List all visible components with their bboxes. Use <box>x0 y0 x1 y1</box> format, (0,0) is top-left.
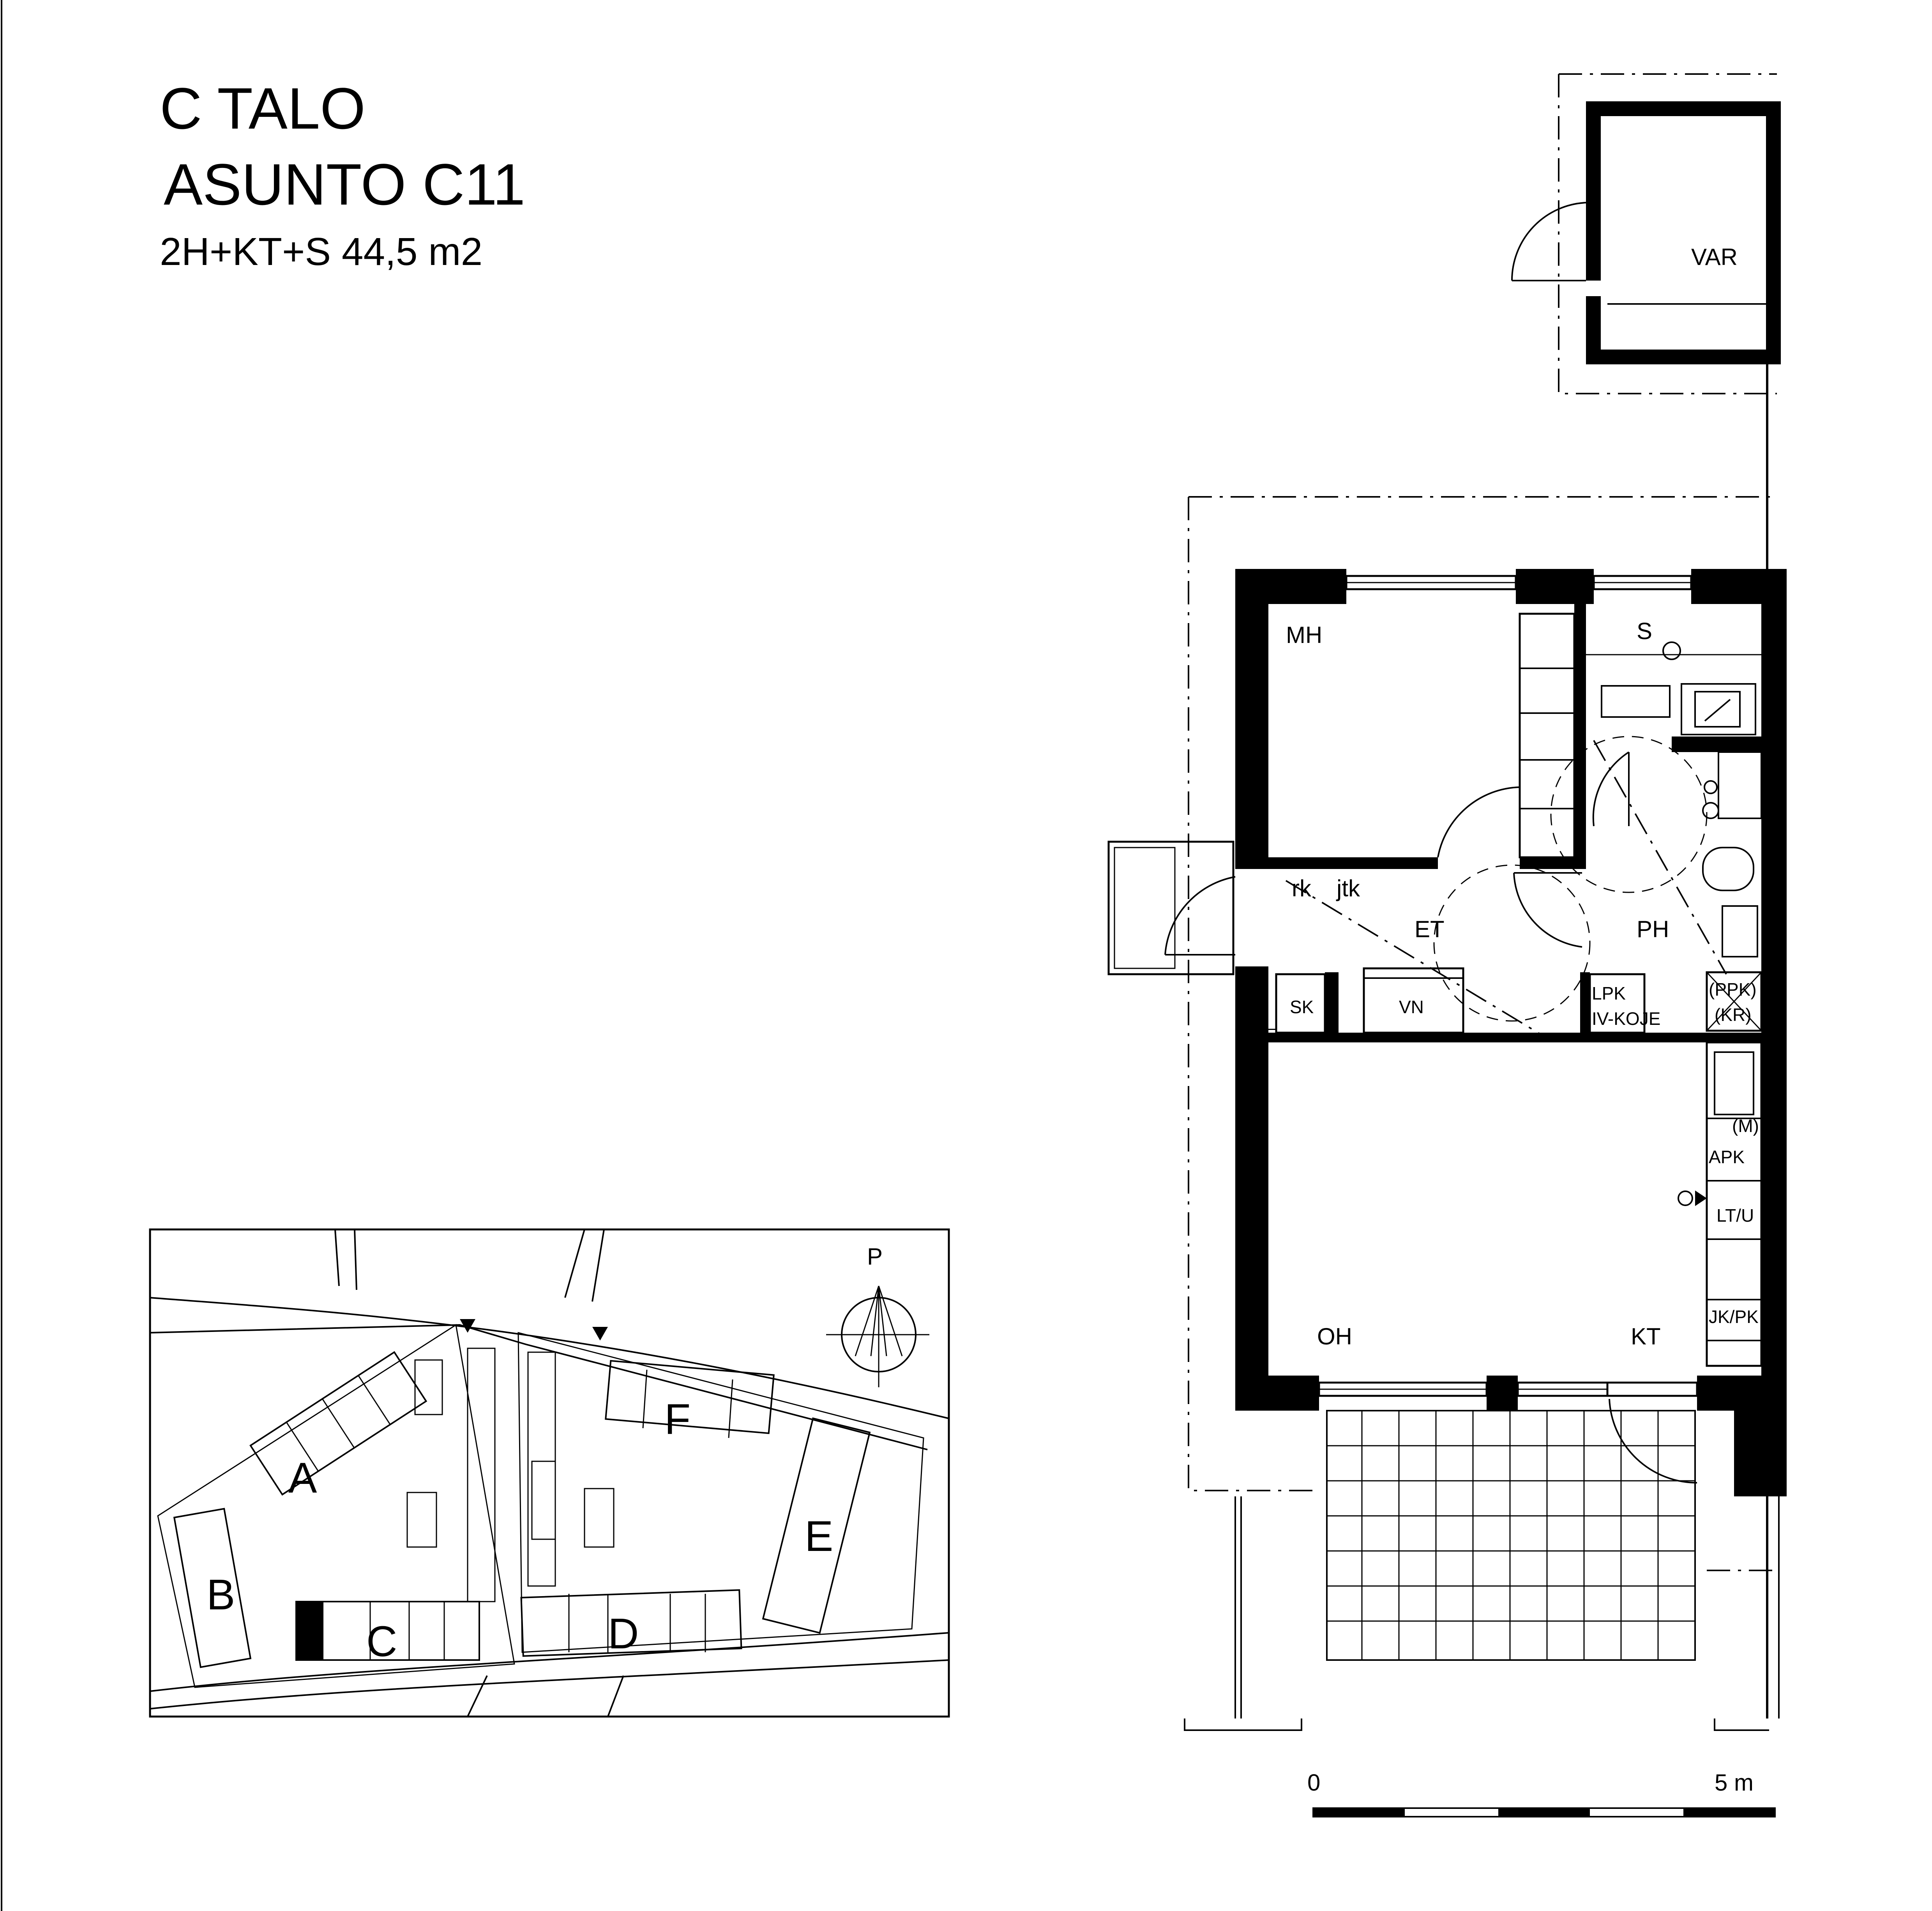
storage-wall-right <box>1766 101 1781 364</box>
site-label-d: D <box>608 1610 639 1658</box>
apartment-title: ASUNTO C11 <box>164 152 525 217</box>
north-arrow: P <box>826 1243 929 1387</box>
site-plan-frame <box>149 1228 950 1718</box>
room-label-bedroom: MH <box>1286 622 1322 648</box>
site-building-d <box>520 1589 742 1657</box>
room-labels: MH S ET PH OH KT <box>1286 618 1669 1349</box>
storage-lot-line <box>1558 73 1777 394</box>
site-label-a: A <box>288 1454 317 1502</box>
accessibility-marks <box>1285 736 1727 1041</box>
site-label-c: C <box>366 1618 397 1666</box>
fixture-labels: rk jtk SK VN LPK IV-KOJE (PPK) (KR) (M) … <box>1290 875 1759 1327</box>
storage-wall-top <box>1586 101 1781 116</box>
header: C TALO ASUNTO C11 2H+KT+S 44,5 m2 <box>160 76 525 274</box>
windows <box>1318 575 1698 1397</box>
scale-label-start: 0 <box>1307 1770 1320 1796</box>
site-plan: A B C D E F P <box>149 1228 950 1718</box>
site-building-f <box>605 1360 775 1438</box>
site-label-b: B <box>207 1571 235 1619</box>
terrace <box>1184 1399 1780 1731</box>
site-label-f: F <box>664 1395 691 1443</box>
building-title: C TALO <box>160 76 366 141</box>
site-building-c <box>295 1601 480 1661</box>
apartment-walls <box>1235 569 1787 1496</box>
plot-lot-line <box>1188 496 1777 1491</box>
room-label-storage: VAR <box>1691 244 1738 270</box>
bedroom-wardrobe <box>1519 613 1575 858</box>
room-label-kitchen: KT <box>1631 1323 1661 1349</box>
storage-door-swing <box>1511 202 1586 281</box>
fixture-label-sk: SK <box>1290 997 1314 1017</box>
scale-bar: 0 5 m <box>1307 1770 1776 1817</box>
fixture-label-iv: IV-KOJE <box>1592 1008 1660 1029</box>
fixture-label-ltu: LT/U <box>1717 1205 1754 1226</box>
fixture-label-jkpk: JK/PK <box>1709 1307 1759 1327</box>
room-label-living: OH <box>1317 1323 1352 1349</box>
storage-wall-left-upper <box>1586 101 1601 281</box>
room-label-bathroom: PH <box>1637 916 1669 942</box>
apartment-type-area: 2H+KT+S 44,5 m2 <box>160 230 482 274</box>
room-label-sauna: S <box>1637 618 1652 644</box>
room-label-hall: ET <box>1415 916 1445 942</box>
bathroom-fixtures <box>1702 751 1762 957</box>
site-label-e: E <box>805 1512 833 1560</box>
storage-unit: VAR <box>1511 73 1781 394</box>
scale-label-end: 5 m <box>1715 1770 1754 1796</box>
hall-closets <box>1275 967 1762 1034</box>
kitchen-fixtures <box>1678 1041 1762 1367</box>
fixture-label-jtk: jtk <box>1336 875 1360 901</box>
site-building-a <box>249 1351 427 1496</box>
fixture-label-kr: (KR) <box>1715 1005 1752 1025</box>
fixture-label-m: (M) <box>1732 1116 1759 1136</box>
storage-wall-bottom <box>1586 350 1781 364</box>
fixture-label-vn: VN <box>1399 997 1424 1017</box>
fixture-label-lpk: LPK <box>1592 983 1626 1003</box>
fixture-label-rk: rk <box>1292 875 1312 901</box>
fixture-label-ppk: (PPK) <box>1709 979 1757 1000</box>
site-building-b <box>173 1508 252 1668</box>
sauna-fixtures <box>1586 641 1761 735</box>
fixture-label-apk: APK <box>1709 1147 1745 1167</box>
site-building-e <box>762 1417 871 1634</box>
interior-doors <box>1107 751 1630 975</box>
site-building-c-highlight <box>296 1602 323 1660</box>
north-label: P <box>867 1243 883 1270</box>
